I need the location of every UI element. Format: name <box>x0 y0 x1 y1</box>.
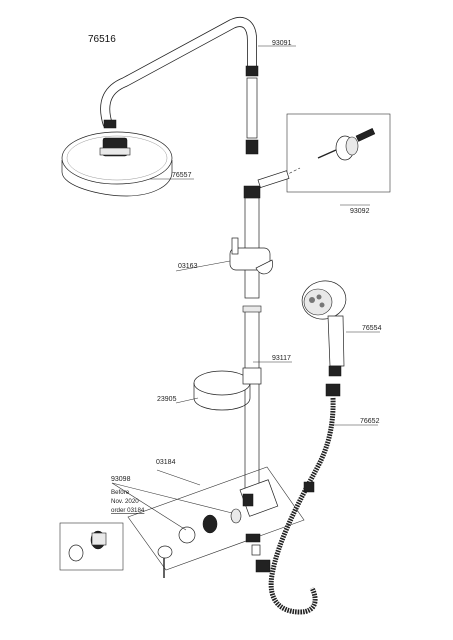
label-riser-pipe: 93117 <box>272 355 291 362</box>
label-hand-shower: 76554 <box>362 325 382 332</box>
diverter-assembly <box>127 466 305 578</box>
leader-lines <box>111 45 380 531</box>
wall-bracket-detail <box>257 113 391 193</box>
label-hose: 76652 <box>360 418 380 425</box>
note-line-3: order 03184 <box>111 507 145 514</box>
old-cartridge-detail <box>59 522 124 571</box>
part-labels: 93091 93092 76557 03163 76554 93117 2390… <box>111 40 382 483</box>
shelf-ring <box>193 367 262 411</box>
note-line-1: Before <box>111 489 130 496</box>
riser-upper <box>243 170 290 299</box>
hand-shower <box>301 280 347 397</box>
head-shower <box>61 131 173 197</box>
slider <box>229 237 274 275</box>
shower-hose <box>255 397 336 615</box>
riser-lower <box>242 305 262 497</box>
label-diverter-set: 03184 <box>156 459 176 466</box>
label-shower-arm: 93091 <box>272 40 292 47</box>
label-slider: 03163 <box>178 263 198 270</box>
model-number-title: 76516 <box>88 34 116 45</box>
label-head-shower: 76557 <box>172 172 192 179</box>
label-shelf-ring: 23905 <box>157 396 177 403</box>
shower-arm <box>100 17 259 155</box>
label-wall-bracket: 93092 <box>350 208 370 215</box>
replacement-note: Before Nov. 2020 order 03184 <box>111 489 145 514</box>
label-cartridge: 93098 <box>111 476 131 483</box>
note-line-2: Nov. 2020 <box>111 498 139 505</box>
